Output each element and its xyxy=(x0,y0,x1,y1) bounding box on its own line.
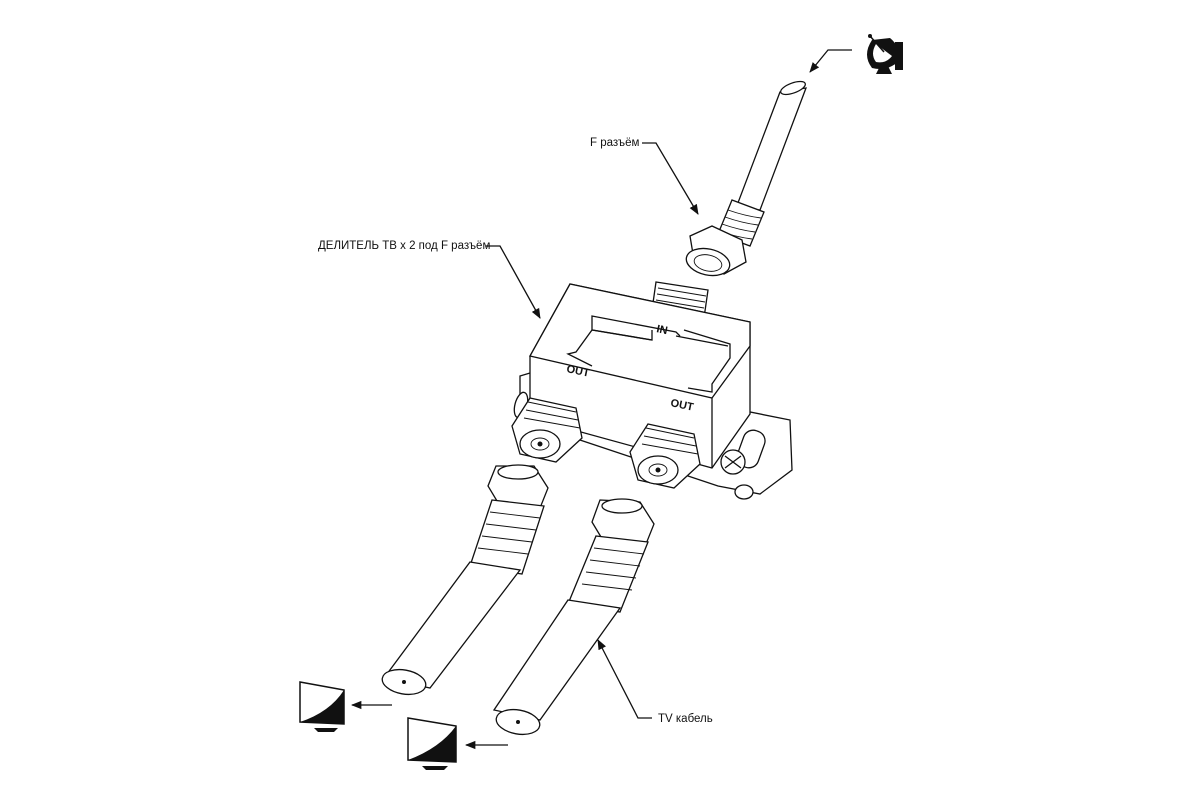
port-in-label: IN xyxy=(655,323,668,337)
top-cable xyxy=(685,80,808,277)
satellite-dish-icon xyxy=(867,34,903,74)
left-output-cable xyxy=(381,464,549,696)
right-output-cable xyxy=(492,498,655,736)
f-connector-arrow xyxy=(642,142,699,215)
port-out-right-label: OUT xyxy=(669,397,694,414)
f-connector-label: F разъём xyxy=(590,137,639,149)
tv-icon xyxy=(299,681,345,732)
tv-cable-arrow xyxy=(597,639,652,719)
tv-icon xyxy=(407,717,457,770)
dish-arrow xyxy=(809,49,852,73)
splitter-body: IN OUT OUT xyxy=(511,281,793,500)
splitter-label: ДЕЛИТЕЛЬ ТВ х 2 под F разъём xyxy=(318,240,490,252)
tv-cable-label: TV кабель xyxy=(658,713,713,725)
port-out-left-label: OUT xyxy=(565,363,590,380)
splitter-arrow xyxy=(486,245,541,319)
